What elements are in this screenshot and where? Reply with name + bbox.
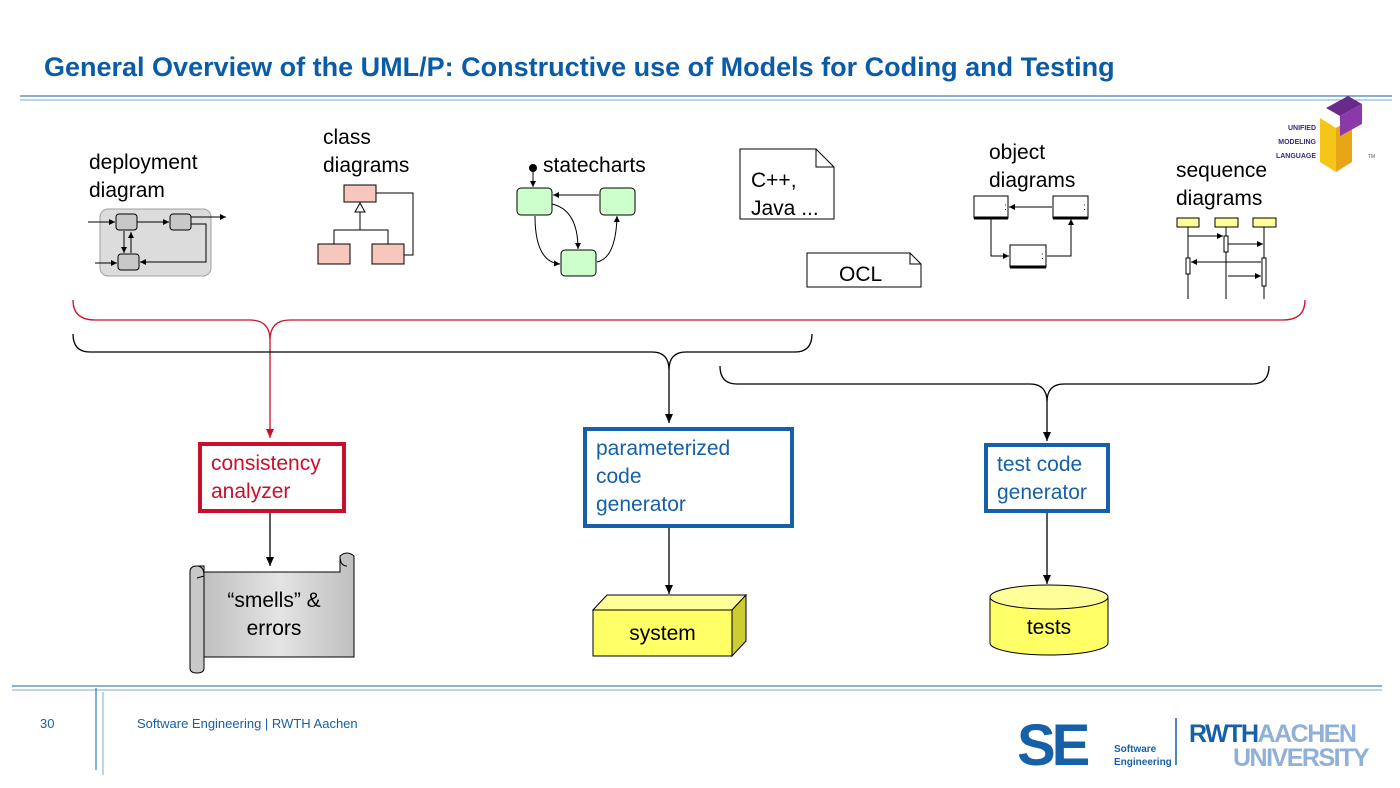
- uml-logo-text-3: LANGUAGE: [1276, 153, 1316, 160]
- class-diagram-icon: [317, 184, 414, 265]
- smells-line1: “smells” &: [227, 589, 321, 612]
- statecharts-label: statecharts: [543, 154, 646, 177]
- codegen-line2: code: [596, 465, 642, 488]
- rwth-logo-light: AACHEN: [1258, 720, 1356, 748]
- testgen-brace: [719, 365, 1270, 403]
- deployment-diagram-icon: [88, 208, 226, 277]
- rwth-logo: RWTHAACHEN UNIVERSITY: [1189, 720, 1371, 772]
- rwth-logo-bold: RWTH: [1189, 720, 1258, 748]
- svg-text::: :: [1004, 202, 1007, 213]
- testgen-line2: generator: [997, 481, 1087, 504]
- svg-text::: :: [1083, 202, 1086, 213]
- ocl-document-icon: [806, 252, 922, 288]
- object-label-line2: diagrams: [989, 169, 1076, 192]
- code-label-line1: C++,: [751, 169, 797, 192]
- sequence-label-line2: diagrams: [1176, 187, 1263, 210]
- system-box: [591, 593, 748, 658]
- consistency-analyzer-box: consistency analyzer: [198, 442, 346, 513]
- system-label: system: [629, 622, 696, 645]
- class-label-line2: diagrams: [323, 154, 410, 177]
- uml-logo: UNIFIED MODELING LANGUAGE TM: [1276, 96, 1375, 172]
- smells-scroll: [189, 552, 355, 674]
- deployment-label-line2: diagram: [89, 179, 165, 202]
- test-code-generator-box: test code generator: [984, 443, 1110, 513]
- statechart-icon: [516, 164, 636, 277]
- tests-label: tests: [1026, 616, 1072, 639]
- sequence-diagram-icon: [1176, 217, 1277, 299]
- consistency-brace: [72, 299, 1306, 341]
- uml-logo-tm: TM: [1368, 154, 1375, 160]
- ocl-label: OCL: [839, 263, 883, 286]
- object-diagram-icon: : : :: [973, 195, 1089, 269]
- uml-logo-text-1: UNIFIED: [1288, 125, 1316, 132]
- smells-label: “smells” & errors: [204, 587, 344, 643]
- code-label: C++, Java ...: [751, 167, 819, 223]
- svg-text::: :: [1041, 251, 1044, 262]
- page-number: 30: [40, 716, 55, 731]
- smells-line2: errors: [246, 617, 302, 640]
- footer-text: Software Engineering | RWTH Aachen: [137, 716, 358, 731]
- page-title: General Overview of the UML/P: Construct…: [44, 52, 1115, 82]
- consistency-line1: consistency: [211, 452, 321, 475]
- se-logo: SE Software Engineering: [1017, 713, 1177, 778]
- se-logo-text-1: Software: [1114, 744, 1157, 755]
- code-label-line2: Java ...: [751, 197, 819, 220]
- class-label-line1: class: [323, 126, 371, 149]
- uml-logo-text-2: MODELING: [1278, 139, 1316, 146]
- codegen-line3: generator: [596, 493, 686, 516]
- testgen-line1: test code: [997, 453, 1083, 476]
- rwth-logo-line1: RWTHAACHEN: [1189, 720, 1356, 748]
- sequence-label-line1: sequence: [1176, 159, 1268, 182]
- rwth-logo-line2: UNIVERSITY: [1233, 744, 1370, 772]
- consistency-line2: analyzer: [211, 480, 291, 503]
- code-document-icon: [739, 148, 835, 220]
- se-logo-letters: SE: [1017, 713, 1089, 778]
- object-label-line1: object: [989, 141, 1046, 164]
- class-diagram-label: class diagrams: [323, 124, 409, 180]
- tests-cylinder: [989, 584, 1109, 656]
- codegen-line1: parameterized: [596, 437, 731, 460]
- codegen-brace: [72, 333, 813, 371]
- code-generator-box: parameterized code generator: [583, 427, 794, 528]
- deployment-diagram-label: deployment diagram: [89, 149, 198, 205]
- se-logo-text-2: Engineering: [1114, 757, 1172, 768]
- sequence-diagram-label: sequence diagrams: [1176, 157, 1267, 213]
- object-diagram-label: object diagrams: [989, 139, 1075, 195]
- deployment-label-line1: deployment: [89, 151, 198, 174]
